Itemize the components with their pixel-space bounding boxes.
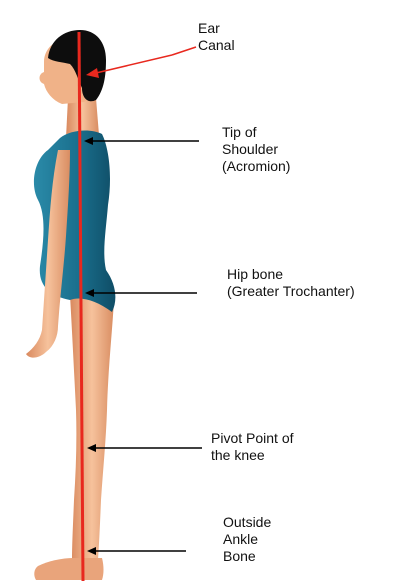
leg-shape: [70, 295, 114, 560]
ankle-label-line1: Outside: [223, 514, 271, 531]
hip-bone-label-line1: Hip bone: [227, 266, 355, 283]
shoulder-label-line1: Tip of: [222, 124, 290, 141]
shoulder-label-line2: Shoulder: [222, 141, 290, 158]
ear-canal-label: Ear Canal: [198, 20, 235, 54]
knee-label-line2: the knee: [211, 447, 294, 464]
knee-label-line1: Pivot Point of: [211, 430, 294, 447]
ear-canal-leader-tail: [172, 47, 196, 55]
knee-label: Pivot Point of the knee: [211, 430, 294, 464]
ear-canal-label-line1: Ear: [198, 20, 235, 37]
ear-canal-leader-line: [96, 55, 172, 73]
ankle-label-line2: Ankle: [223, 531, 271, 548]
hip-bone-label-line2: (Greater Trochanter): [227, 283, 355, 300]
ear-canal-label-line2: Canal: [198, 37, 235, 54]
ankle-label-line3: Bone: [223, 548, 271, 565]
shoulder-label-line3: (Acromion): [222, 158, 290, 175]
foot-shape: [34, 558, 103, 580]
ankle-label: Outside Ankle Bone: [223, 514, 271, 565]
shoulder-label: Tip of Shoulder (Acromion): [222, 124, 290, 175]
hip-bone-label: Hip bone (Greater Trochanter): [227, 266, 355, 300]
